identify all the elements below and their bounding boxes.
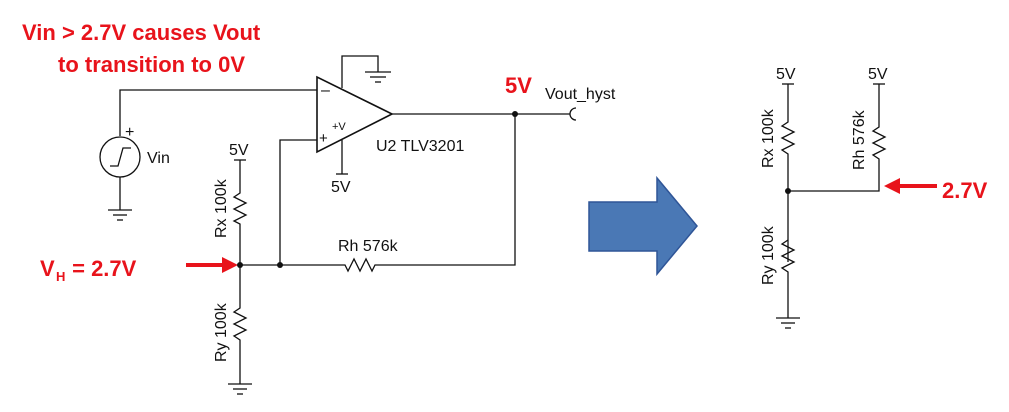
annotation-line-2: to transition to 0V (58, 52, 245, 77)
opamp-ref-label: U2 TLV3201 (376, 138, 464, 155)
right-rh-resistor (788, 84, 887, 192)
opamp-supply-pin: +V (332, 121, 346, 133)
plus-input-wire (279, 139, 317, 265)
vout-level-label: 5V (505, 73, 532, 98)
opamp-symbol (316, 75, 394, 154)
vin-source-symbol (99, 136, 141, 178)
rx-label: Rx 100k (213, 178, 230, 238)
vout-port-symbol (569, 107, 577, 121)
vin-label: Vin (147, 150, 170, 167)
minus-input-wire (119, 89, 317, 136)
vout-label: Vout_hyst (545, 86, 616, 103)
annotation-line-1: Vin > 2.7V causes Vout (22, 20, 261, 45)
rh-resistor (340, 257, 380, 273)
right-ry-label: Ry 100k (760, 225, 777, 285)
vh-arrow (186, 257, 238, 273)
right-rh-supply-label: 5V (868, 66, 888, 83)
vh-symbol: V (40, 256, 55, 281)
right-rx-supply-label: 5V (776, 66, 796, 83)
rx-supply-label: 5V (229, 142, 249, 159)
right-rx-label: Rx 100k (760, 108, 777, 168)
opamp-plus-pin: + (319, 130, 328, 147)
vin-ground-symbol (108, 177, 132, 221)
feedback-wire (380, 114, 516, 266)
vh-value: = 2.7V (66, 256, 137, 281)
vin-plus-sign: + (125, 124, 134, 141)
ry-ground-symbol (228, 383, 252, 395)
rh-label: Rh 576k (338, 238, 399, 255)
right-level-arrow (884, 178, 937, 194)
right-ry-resistor (780, 239, 796, 318)
right-ry-ground-symbol (776, 317, 800, 329)
opamp-ground-symbol (341, 55, 391, 88)
right-rh-label: Rh 576k (851, 109, 868, 170)
right-level-label: 2.7V (942, 178, 988, 203)
transform-arrow (588, 175, 698, 277)
right-rx-resistor (780, 84, 796, 262)
ry-resistor (232, 265, 248, 384)
vh-subscript: H (56, 269, 65, 284)
vh-label: V H = 2.7V (40, 256, 137, 284)
opamp-minus-pin: – (321, 82, 330, 99)
ry-label: Ry 100k (213, 302, 230, 362)
plus-junction (277, 262, 283, 268)
opamp-supply-label: 5V (331, 179, 351, 196)
rx-resistor (232, 160, 248, 265)
